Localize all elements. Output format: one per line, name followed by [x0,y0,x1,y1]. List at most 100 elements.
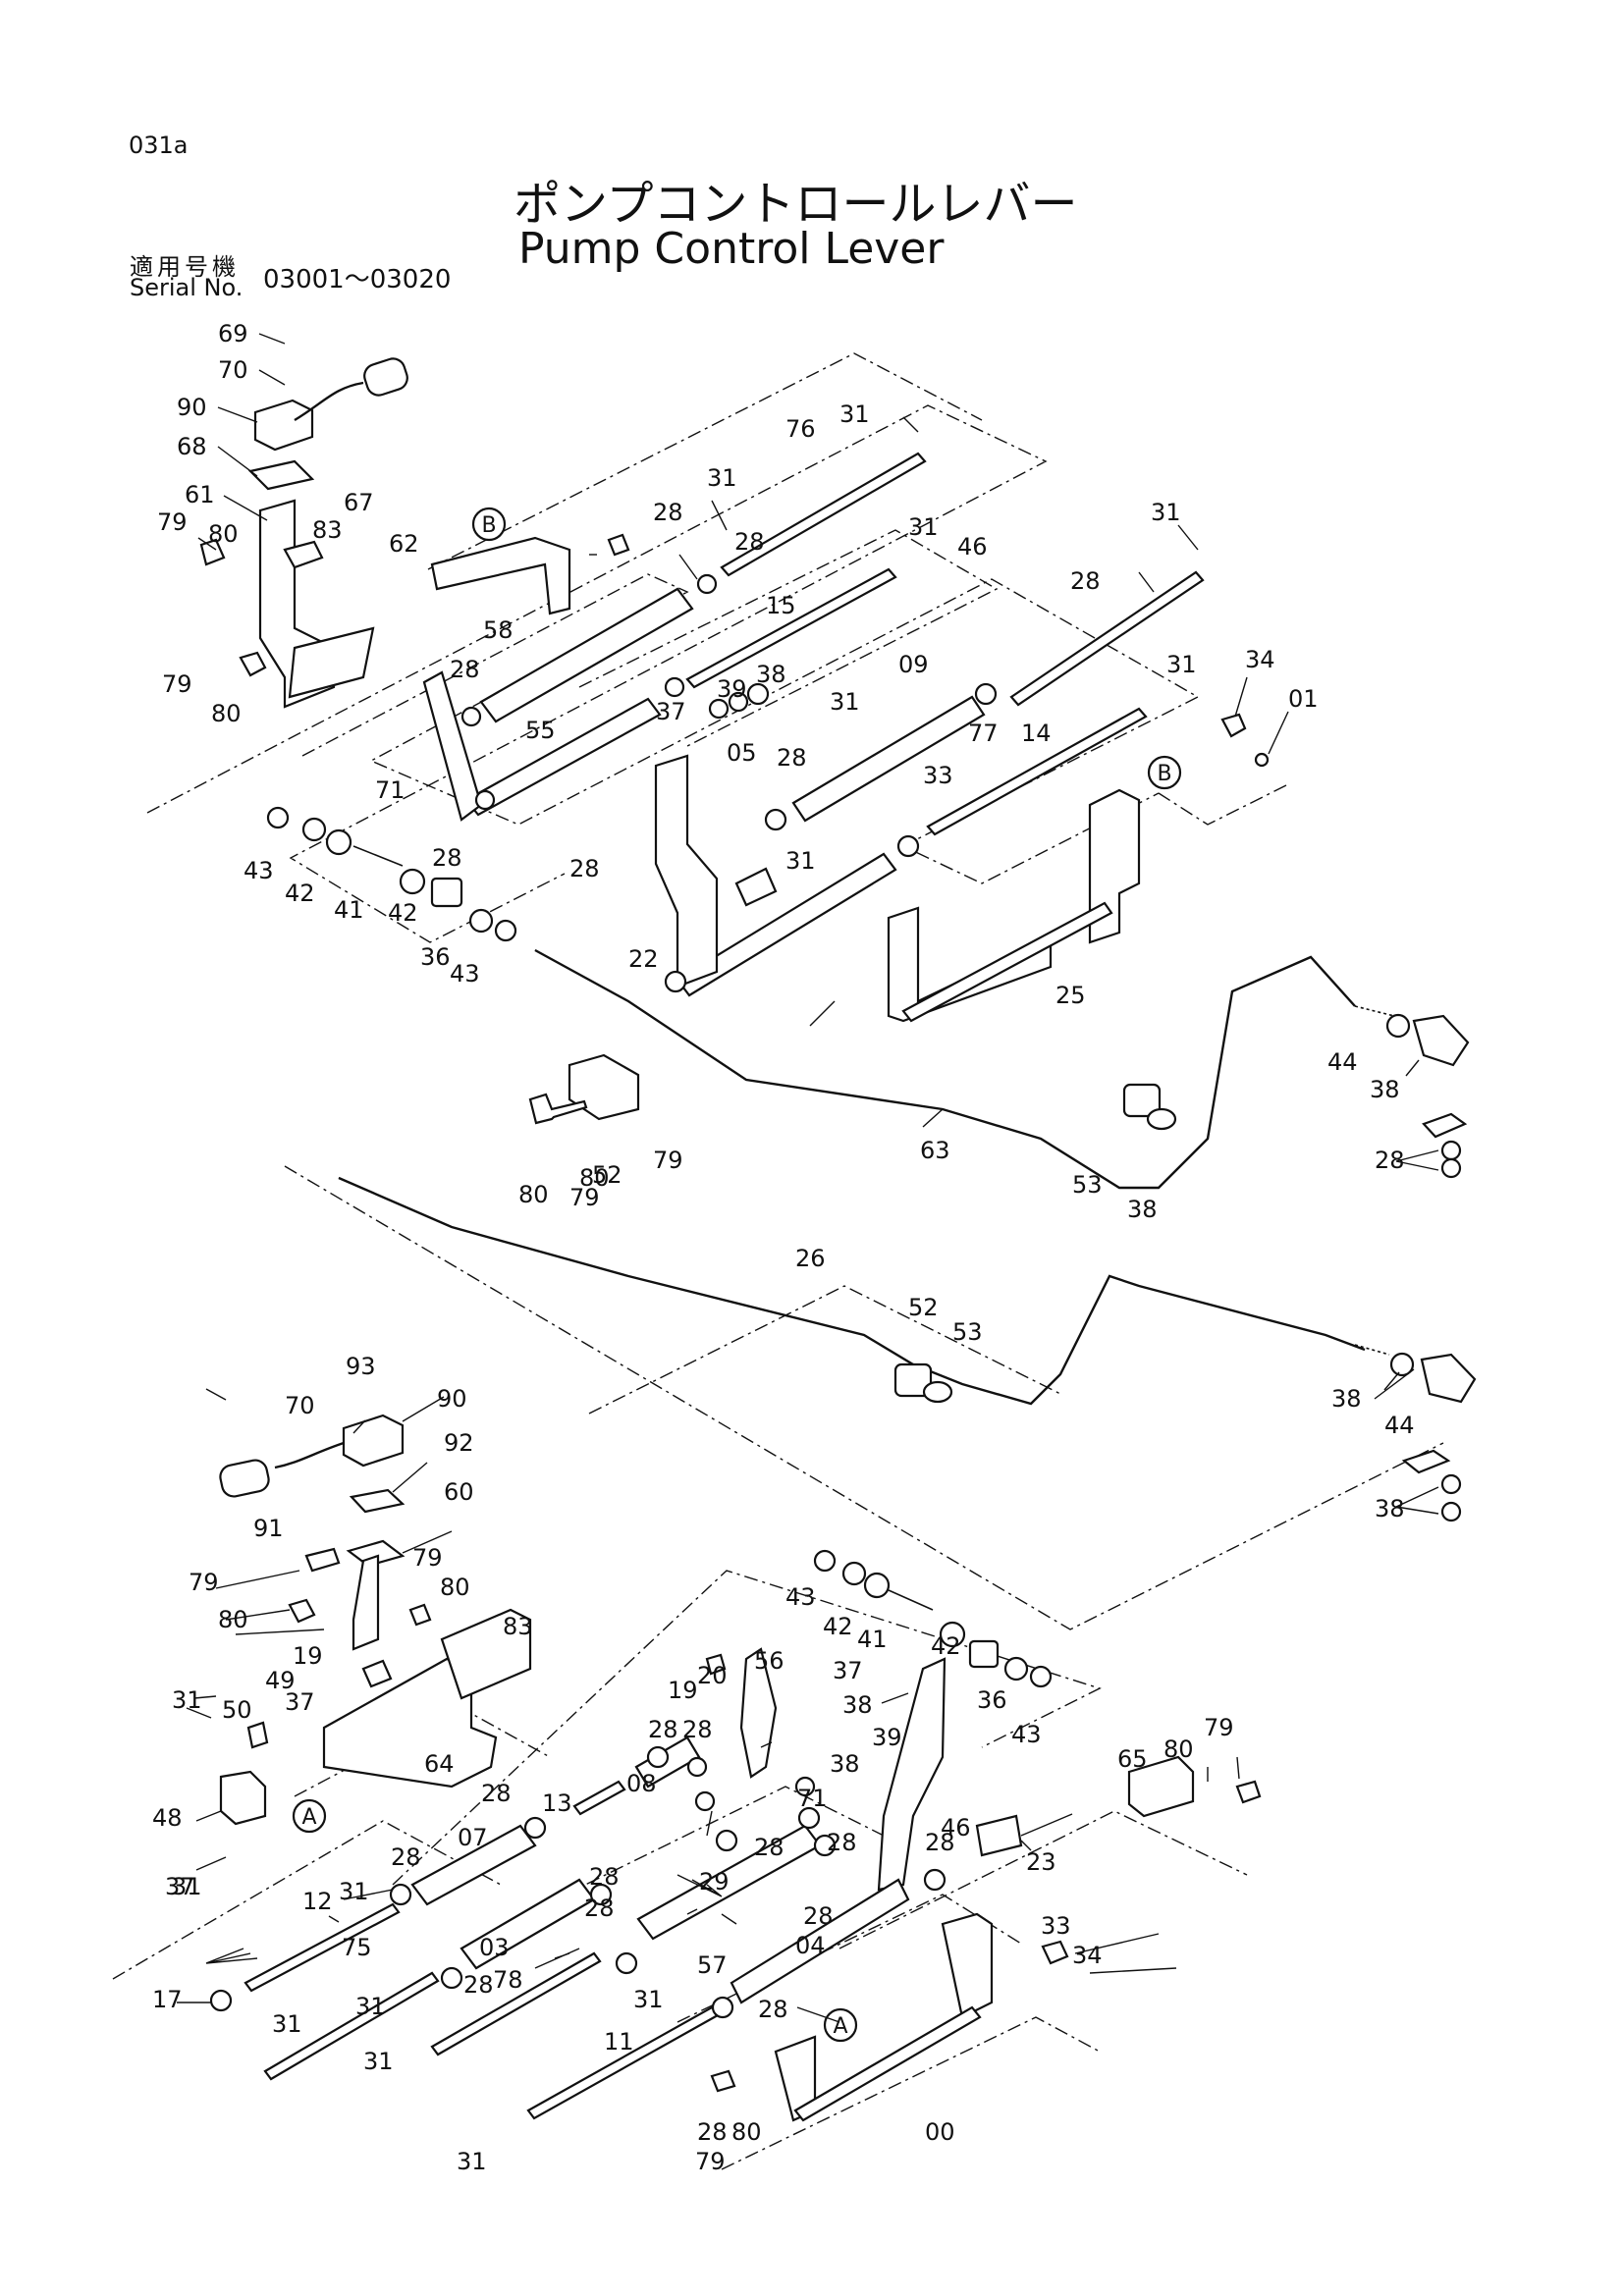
switch-connector-upper [363,357,408,397]
bracket-60-upright [352,1554,380,1651]
upper-assembly [199,357,1470,1190]
lower-part-label: 38 [830,1750,860,1778]
lower-part-label: 28 [827,1829,857,1856]
rod-78 [430,1951,602,2056]
upper-part-label: 31 [908,513,939,541]
upper-part-label: 79 [569,1184,600,1211]
upper-part-label: 77 [968,720,999,747]
upper-part-label: 44 [1327,1048,1358,1076]
upper-part-label: 79 [653,1147,683,1174]
nut-38-lower-c [1440,1501,1462,1522]
upper-part-label: 31 [830,688,860,716]
serial-range: 03001～03020 [263,265,452,294]
upper-part-label: 37 [656,698,686,725]
upper-part-label: 14 [1021,720,1052,747]
lower-part-label: 00 [925,2118,955,2146]
nut-38-upper-a [1385,1013,1411,1039]
lever-04 [877,1657,947,1892]
lower-part-label: 08 [626,1770,657,1797]
lower-part-label: 28 [682,1716,713,1743]
lower-part-label: 28 [697,2118,728,2146]
upper-part-label: 28 [1070,567,1101,595]
nut-38-upper-b [1440,1140,1462,1161]
upper-part-label: 46 [957,533,988,561]
upper-part-label: 22 [628,945,659,973]
plate-92 [349,1488,406,1514]
rod-12 [243,1902,401,1993]
upper-part-label: 15 [766,592,796,619]
lower-part-label: 49 [265,1667,296,1694]
nut-38-upper-c [1440,1157,1462,1179]
lower-part-label: 31 [172,1873,202,1900]
assembly-boundary-lines [112,352,1444,2170]
switch-90-lower [342,1414,405,1468]
lower-part-label: 65 [1117,1745,1148,1773]
frame-00-upright [941,1912,994,2019]
upper-part-label: 80 [208,520,239,548]
lower-part-label: 83 [503,1613,533,1640]
lower-part-label: 31 [339,1878,369,1905]
frame-01 [887,906,1053,1023]
upper-part-label: 41 [334,896,364,924]
lower-part-label: 38 [1331,1385,1362,1413]
upper-part-label: 38 [1127,1196,1158,1223]
lower-part-label: 28 [584,1895,615,1922]
rod-11 [526,2005,720,2120]
upper-part-label: 28 [432,844,462,872]
upper-part-label: 63 [920,1137,950,1164]
rod-76 [720,452,927,577]
bushing-53-upper [1146,1107,1177,1131]
upper-part-label: 43 [450,960,480,988]
clamp-52-lower [893,1362,933,1398]
frame-00-rail [793,2005,982,2122]
upper-part-label: 55 [525,717,556,744]
cable-25 [534,948,1356,1190]
upper-part-label: 36 [420,943,451,971]
lower-part-label: 13 [542,1789,572,1817]
lower-part-label: 64 [424,1750,455,1778]
bracket-67 [283,540,324,569]
lower-part-label: 60 [444,1478,474,1506]
lower-part-label: 34 [1072,1942,1103,1969]
upper-part-label: 01 [1288,685,1319,713]
plate-91 [304,1547,341,1573]
nut-38-lower-a [1389,1352,1415,1377]
upper-part-label: 31 [1166,651,1197,678]
upper-part-label: 31 [785,847,816,875]
callout-a-left [292,1798,327,1834]
tube-04 [730,1878,910,2004]
upper-part-label: 70 [218,356,248,384]
lower-part-label: 90 [437,1385,467,1413]
upper-part-label: 62 [389,530,419,558]
upper-part-label: 39 [717,675,747,703]
lower-part-label: 19 [668,1677,698,1704]
tube-07 [410,1824,537,1906]
lower-part-label: 78 [493,1966,523,1994]
reference-callouts: B B A A [292,507,1182,2043]
bolt-33-upper [1220,713,1247,738]
upper-part-label: 79 [157,508,188,536]
elbow-44-upper [1412,1014,1470,1067]
rod-13 [572,1780,626,1816]
rod-15 [685,567,897,689]
bracket-48 [219,1770,267,1826]
bracket-65 [1127,1755,1195,1818]
upper-part-label: 80 [579,1164,610,1192]
lower-part-label: 50 [222,1696,252,1724]
lower-part-label: 28 [589,1863,620,1891]
cable-26 [338,1176,1366,1406]
lower-part-label: 31 [363,2048,394,2075]
lower-part-label: 19 [293,1642,323,1670]
lower-part-label: 28 [803,1902,834,1930]
lower-part-label: 79 [412,1544,443,1572]
upper-part-label: 52 [592,1161,622,1189]
lower-part-label: 28 [391,1843,421,1871]
callout-a-lower-text: A [833,2014,847,2039]
lower-part-label: 37 [285,1688,315,1716]
clamp-52-upper [1122,1083,1162,1118]
lower-part-label: 37 [165,1873,195,1900]
leader-lines [177,333,1439,2023]
bracket-23 [975,1814,1023,1857]
